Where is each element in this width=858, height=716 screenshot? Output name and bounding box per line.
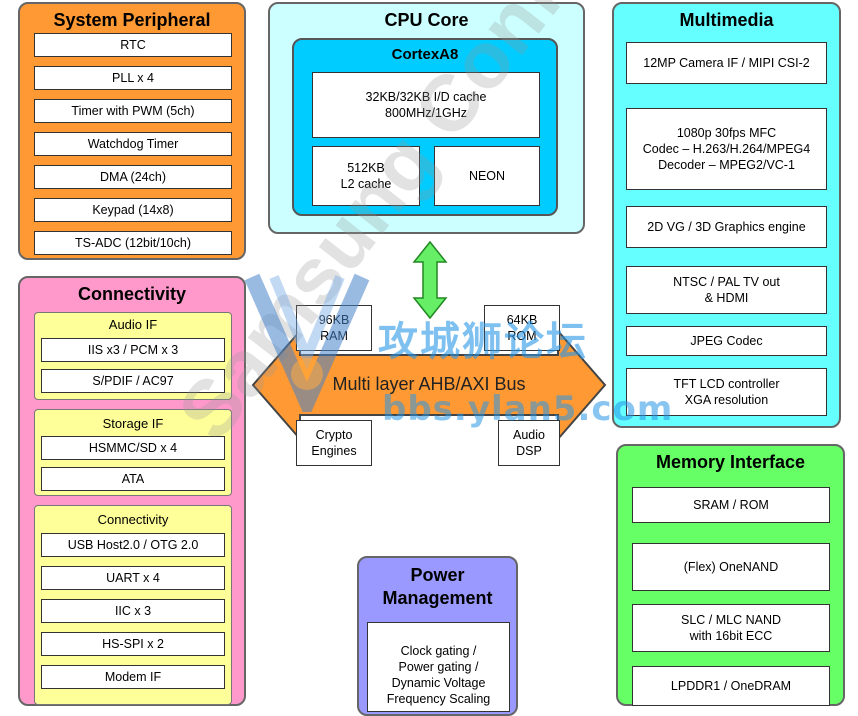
rom-box: 64KB ROM [484,305,560,351]
l2-cache-box: 512KB L2 cache [312,146,420,206]
storage-if-label: Storage IF [102,416,164,431]
connectivity-io-group: Connectivity USB Host2.0 / OTG 2.0 UART … [34,505,232,705]
power-management-title: Power Management [382,565,493,608]
storage-item-hsmmc: HSMMC/SD x 4 [41,436,225,460]
cortex-a8-block: CortexA8 32KB/32KB I/D cache 800MHz/1GHz… [292,38,558,216]
audio-item-spdif: S/PDIF / AC97 [41,369,225,393]
power-detail-box: Clock gating / Power gating / Dynamic Vo… [367,622,510,712]
conn-item-modem: Modem IF [41,665,225,689]
peripheral-item-timer: Timer with PWM (5ch) [34,99,232,123]
memory-item-lpddr: LPDDR1 / OneDRAM [632,666,830,706]
peripheral-item-keypad: Keypad (14x8) [34,198,232,222]
conn-item-usb: USB Host2.0 / OTG 2.0 [41,533,225,557]
cpu-bus-arrow [412,240,448,320]
storage-item-ata: ATA [41,467,225,491]
memory-interface-title: Memory Interface [655,452,806,472]
multimedia-item-jpeg: JPEG Codec [626,326,827,356]
multimedia-item-lcd: TFT LCD controller XGA resolution [626,368,827,416]
multimedia-item-graphics: 2D VG / 3D Graphics engine [626,206,827,248]
bus-label: Multi layer AHB/AXI Bus [332,374,526,394]
peripheral-item-rtc: RTC [34,33,232,57]
peripheral-item-pll: PLL x 4 [34,66,232,90]
power-management-panel: Power Management Clock gating / Power ga… [357,556,518,716]
peripheral-item-watchdog: Watchdog Timer [34,132,232,156]
peripheral-item-tsadc: TS-ADC (12bit/10ch) [34,231,232,255]
cpu-core-panel: CPU Core CortexA8 32KB/32KB I/D cache 80… [268,2,585,234]
connectivity-title: Connectivity [77,284,187,304]
memory-item-sram: SRAM / ROM [632,487,830,523]
multimedia-item-camera: 12MP Camera IF / MIPI CSI-2 [626,42,827,84]
audio-if-group: Audio IF IIS x3 / PCM x 3 S/PDIF / AC97 [34,312,232,400]
cortex-a8-title: CortexA8 [391,46,459,63]
audio-item-iis: IIS x3 / PCM x 3 [41,338,225,362]
audio-dsp-box: Audio DSP [498,420,560,466]
multimedia-panel: Multimedia 12MP Camera IF / MIPI CSI-2 1… [612,2,841,428]
crypto-box: Crypto Engines [296,420,372,466]
connectivity-io-label: Connectivity [97,512,169,527]
neon-box: NEON [434,146,540,206]
memory-interface-panel: Memory Interface SRAM / ROM (Flex) OneNA… [616,444,845,706]
system-peripheral-panel: System Peripheral RTC PLL x 4 Timer with… [18,2,246,260]
conn-item-iic: IIC x 3 [41,599,225,623]
storage-if-group: Storage IF HSMMC/SD x 4 ATA [34,409,232,496]
multimedia-item-tvout: NTSC / PAL TV out & HDMI [626,266,827,314]
memory-item-nand: SLC / MLC NAND with 16bit ECC [632,604,830,652]
multimedia-item-mfc: 1080p 30fps MFC Codec – H.263/H.264/MPEG… [626,108,827,190]
memory-item-onenand: (Flex) OneNAND [632,543,830,591]
system-peripheral-title: System Peripheral [53,10,211,30]
cpu-core-title: CPU Core [384,10,469,30]
conn-item-uart: UART x 4 [41,566,225,590]
connectivity-panel: Connectivity Audio IF IIS x3 / PCM x 3 S… [18,276,246,706]
multimedia-title: Multimedia [679,10,774,30]
audio-if-label: Audio IF [108,317,158,332]
cpu-cache-box: 32KB/32KB I/D cache 800MHz/1GHz [312,72,540,138]
ram-box: 96KB RAM [296,305,372,351]
peripheral-item-dma: DMA (24ch) [34,165,232,189]
conn-item-hsspi: HS-SPI x 2 [41,632,225,656]
